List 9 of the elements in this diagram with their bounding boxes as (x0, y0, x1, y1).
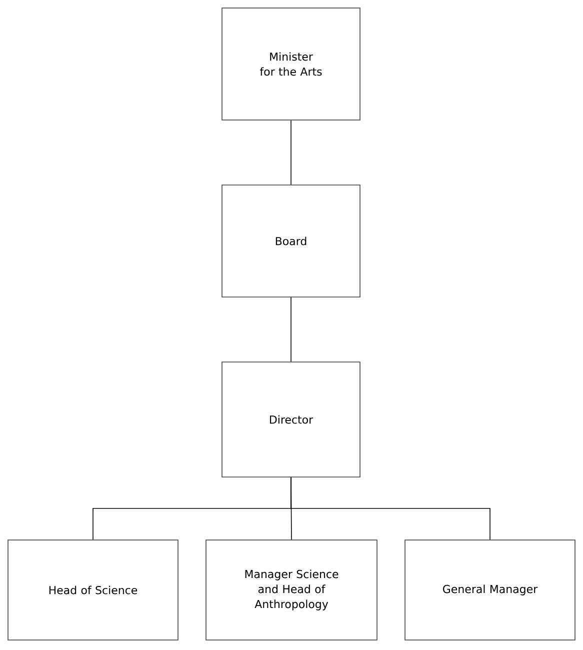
connector-line (290, 477, 490, 540)
org-box: Board (222, 184, 360, 298)
connector-line (290, 297, 292, 362)
org-box: Manager Science and Head of Anthropology (206, 540, 378, 640)
org-box: Head of Science (8, 540, 178, 640)
org-box: General Manager (404, 540, 576, 640)
org-box: Minister for the Arts (222, 8, 360, 120)
connector-line (290, 120, 292, 185)
org-box: Director (222, 362, 360, 478)
